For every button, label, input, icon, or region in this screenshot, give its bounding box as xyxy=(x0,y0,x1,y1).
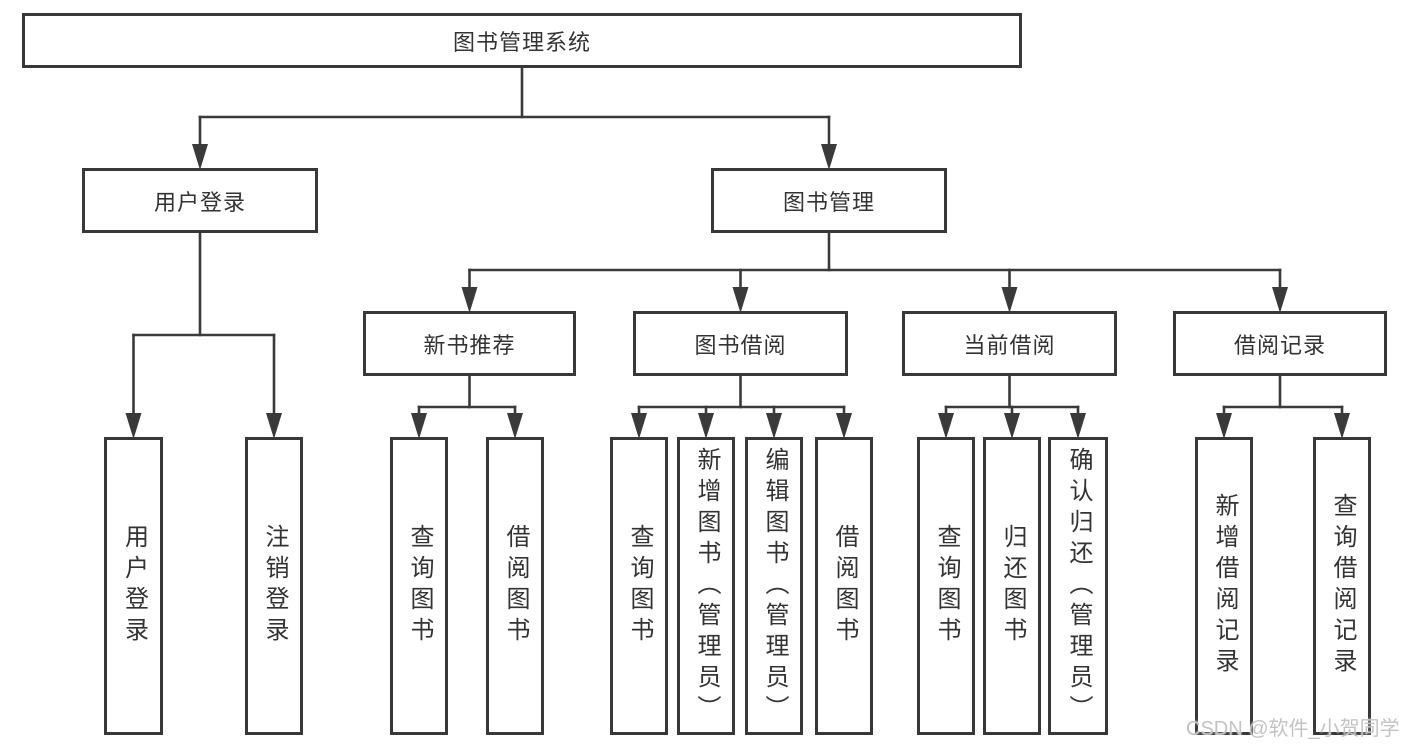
node-label: 图书管理系统 xyxy=(452,29,591,55)
node-book-mgmt: 图书管理 xyxy=(711,168,947,233)
node-label: 新书推荐 xyxy=(423,332,516,358)
arrowhead-icon xyxy=(411,413,427,439)
arrowhead-icon xyxy=(766,413,782,439)
watermark: CSDN @软件_小贺同学 xyxy=(1186,718,1400,740)
node-bb-edit: 编辑图书（管理员） xyxy=(745,437,803,735)
arrowhead-icon xyxy=(266,413,282,439)
arrowhead-icon xyxy=(938,413,954,439)
arrowhead-icon xyxy=(1334,413,1350,439)
node-label: 图书管理 xyxy=(782,189,875,215)
node-cb-query: 查询图书 xyxy=(917,437,975,735)
arrowhead-icon xyxy=(732,287,749,313)
arrowhead-icon xyxy=(461,287,478,313)
arrowhead-icon xyxy=(1070,413,1086,439)
node-label: 查询图书 xyxy=(933,524,960,648)
node-bb-add: 新增图书（管理员） xyxy=(677,437,735,735)
node-bb-query: 查询图书 xyxy=(610,437,668,735)
node-label: 编辑图书（管理员） xyxy=(761,446,788,726)
node-bb-borrow: 借阅图书 xyxy=(815,437,873,735)
node-label: 借阅记录 xyxy=(1233,332,1326,358)
node-label: 新增图书（管理员） xyxy=(693,446,720,726)
arrowhead-icon xyxy=(1004,413,1020,439)
arrowhead-icon xyxy=(507,413,523,439)
arrowhead-icon xyxy=(631,413,647,439)
node-label: 借阅图书 xyxy=(502,524,529,648)
node-label: 用户登录 xyxy=(153,189,246,215)
node-label: 注销登录 xyxy=(261,524,288,648)
node-label: 查询图书 xyxy=(626,524,653,648)
node-current-borrow: 当前借阅 xyxy=(902,311,1117,376)
arrowhead-icon xyxy=(836,413,852,439)
node-cb-return: 归还图书 xyxy=(983,437,1041,735)
node-label: 归还图书 xyxy=(999,524,1026,648)
node-nb-query: 查询图书 xyxy=(390,437,448,735)
node-root: 图书管理系统 xyxy=(22,13,1022,68)
node-label: 查询图书 xyxy=(406,524,433,648)
node-leaf-login: 用户登录 xyxy=(104,437,163,735)
node-label: 图书借阅 xyxy=(694,332,787,358)
node-book-borrow: 图书借阅 xyxy=(633,311,848,376)
node-nb-borrow: 借阅图书 xyxy=(486,437,544,735)
arrowhead-icon xyxy=(821,144,837,170)
arrowhead-icon xyxy=(1216,413,1232,439)
node-user-login: 用户登录 xyxy=(82,168,318,233)
node-borrow-record: 借阅记录 xyxy=(1173,311,1387,376)
node-label: 新增借阅记录 xyxy=(1211,493,1238,679)
node-label: 当前借阅 xyxy=(963,332,1056,358)
arrowhead-icon xyxy=(1001,287,1018,313)
arrowhead-icon xyxy=(1272,287,1288,313)
node-cb-confirm: 确认归还（管理员） xyxy=(1048,437,1108,735)
node-label: 用户登录 xyxy=(120,524,148,648)
node-label: 确认归还（管理员） xyxy=(1065,446,1092,726)
arrowhead-icon xyxy=(125,413,142,439)
arrowhead-icon xyxy=(192,144,208,170)
arrowhead-icon xyxy=(698,413,714,439)
node-label: 借阅图书 xyxy=(831,524,858,648)
node-leaf-logout: 注销登录 xyxy=(245,437,303,735)
node-br-query: 查询借阅记录 xyxy=(1313,437,1371,735)
node-new-book: 新书推荐 xyxy=(363,311,576,376)
node-br-add: 新增借阅记录 xyxy=(1195,437,1253,735)
node-label: 查询借阅记录 xyxy=(1329,493,1356,679)
